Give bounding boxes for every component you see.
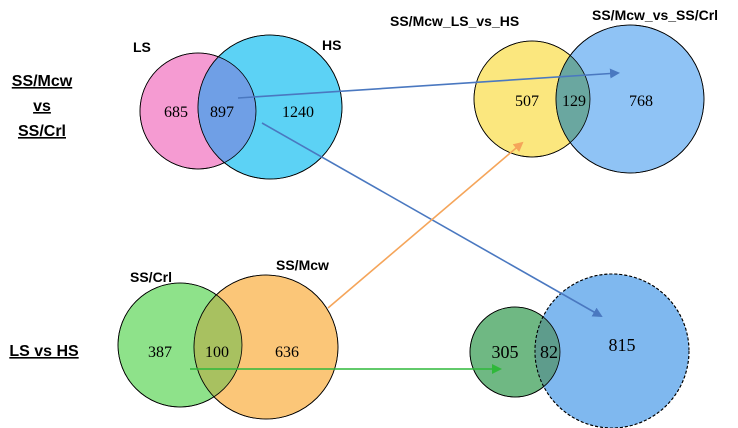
venn-label-ssmcw: SS/Mcw: [276, 257, 329, 273]
venn-label-hs: HS: [322, 37, 341, 53]
row-label-top-line3: SS/Crl: [18, 123, 66, 140]
venn-label-sscrl: SS/Crl: [130, 269, 172, 285]
arrow-ssmcw-to-top-right: [327, 141, 524, 309]
venn-value-hs-only: 1240: [282, 104, 314, 121]
venn-value-ssmcw-only: 636: [275, 344, 299, 361]
venn-value-bottom-right-overlap: 82: [540, 342, 558, 362]
row-label-top-line2: vs: [33, 98, 51, 115]
venn-value-ls-hs-overlap: 897: [210, 104, 234, 121]
venn-value-ls-only: 685: [164, 104, 188, 121]
arrow-overlap-to-top-right: [237, 68, 620, 99]
venn-value-top-right-right-only: 768: [629, 93, 653, 110]
venn-value-bottom-right-right-only: 815: [609, 335, 636, 355]
row-label-bottom: LS vs HS: [9, 343, 79, 360]
venn-value-sscrl-only: 387: [148, 344, 172, 361]
venn-bottom-left: SS/Crl SS/Mcw 387 100 636: [117, 257, 339, 420]
venn-value-bottom-right-left-only: 305: [492, 342, 519, 362]
venn-value-top-right-overlap: 129: [562, 93, 586, 110]
venn-label-ls: LS: [133, 39, 151, 55]
venn-top-left: LS HS 685 897 1240: [133, 34, 343, 180]
venn-label-ssmcw-vs-sscrl: SS/Mcw_vs_SS/Crl: [592, 7, 718, 23]
venn-overlap-ls-hs: [198, 53, 256, 169]
row-label-top: SS/Mcw vs SS/Crl: [12, 73, 73, 140]
venn-bottom-right: 305 82 815: [469, 273, 690, 428]
venn-top-right: SS/Mcw_LS_vs_HS SS/Mcw_vs_SS/Crl 507 129…: [390, 7, 718, 174]
venn-value-top-right-left-only: 507: [515, 93, 539, 110]
row-label-top-line1: SS/Mcw: [12, 73, 73, 90]
venn-label-ssmcw-ls-vs-hs: SS/Mcw_LS_vs_HS: [390, 13, 519, 29]
venn-value-sscrl-ssmcw-overlap: 100: [205, 344, 229, 361]
